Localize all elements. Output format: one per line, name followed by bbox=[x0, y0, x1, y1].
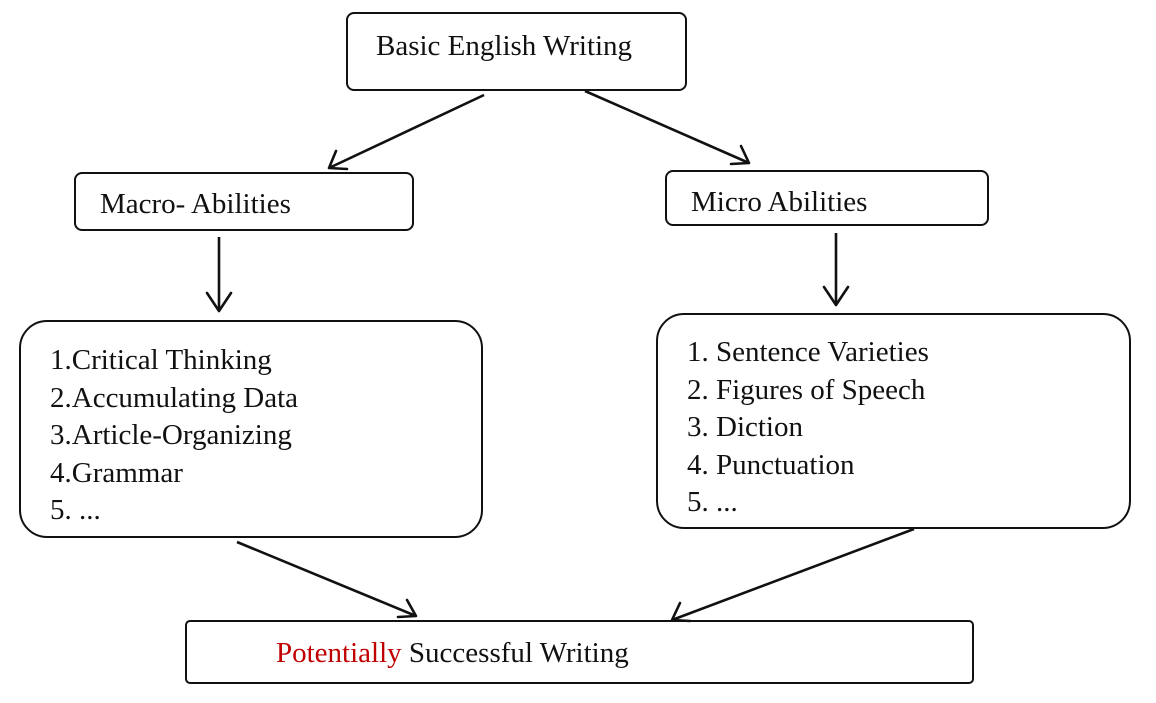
arrow-line bbox=[236, 540, 417, 618]
micro-ability-item: 2. Figures of Speech bbox=[687, 373, 926, 406]
arrow-line bbox=[584, 89, 750, 165]
arrow-head bbox=[822, 285, 850, 307]
arrow-macro-to-list bbox=[205, 237, 233, 313]
arrow-head bbox=[729, 144, 751, 166]
micro-ability-item: 1. Sentence Varieties bbox=[687, 336, 929, 368]
arrow-head bbox=[670, 601, 692, 623]
micro-abilities-list: 1. Sentence Varieties 2. Figures of Spee… bbox=[687, 334, 929, 522]
micro-abilities-box: Micro Abilities bbox=[665, 170, 989, 226]
potentially-successful-writing-label: Potentially Successful Writing bbox=[276, 639, 629, 668]
macro-ability-item: 2.Accumulating Data bbox=[50, 381, 299, 414]
arrow-top-to-macro bbox=[327, 93, 485, 171]
macro-abilities-list: 1.Critical Thinking 2.Accumulating Data … bbox=[50, 342, 298, 530]
arrow-top-to-micro bbox=[584, 89, 751, 166]
arrow-right-list-to-bottom bbox=[670, 527, 915, 623]
macro-ability-item: 4.Grammar bbox=[50, 456, 183, 489]
micro-ability-item: 3. Diction bbox=[687, 411, 803, 443]
macro-ability-item: 1.Critical Thinking bbox=[50, 344, 272, 376]
macro-abilities-label: Macro- Abilities bbox=[100, 188, 291, 220]
arrow-line bbox=[671, 527, 915, 622]
potentially-successful-writing-box: Potentially Successful Writing bbox=[185, 620, 974, 684]
arrow-line bbox=[328, 93, 485, 170]
arrow-head bbox=[396, 598, 418, 619]
macro-ability-item: 5. ... bbox=[50, 494, 101, 526]
basic-english-writing-box: Basic English Writing bbox=[346, 12, 687, 91]
macro-abilities-box: Macro- Abilities bbox=[74, 172, 414, 231]
macro-ability-item: 3.Article-Organizing bbox=[50, 419, 292, 451]
successful-writing-text: Successful Writing bbox=[401, 637, 629, 669]
micro-abilities-label: Micro Abilities bbox=[691, 186, 868, 218]
macro-abilities-list-box: 1.Critical Thinking 2.Accumulating Data … bbox=[19, 320, 483, 538]
micro-abilities-list-box: 1. Sentence Varieties 2. Figures of Spee… bbox=[656, 313, 1131, 529]
arrow-head bbox=[205, 291, 233, 313]
potentially-accent-text: Potentially bbox=[276, 637, 402, 669]
arrow-micro-to-list bbox=[822, 233, 850, 307]
basic-english-writing-label: Basic English Writing bbox=[376, 30, 633, 62]
micro-ability-item: 5. ... bbox=[687, 486, 738, 518]
micro-ability-item: 4. Punctuation bbox=[687, 448, 855, 481]
arrow-head bbox=[327, 149, 349, 171]
arrow-left-list-to-bottom bbox=[236, 540, 418, 619]
